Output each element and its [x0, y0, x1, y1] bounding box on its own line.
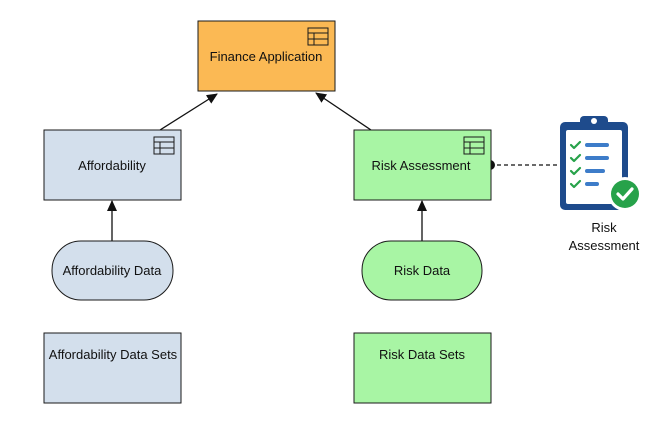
node-affordability-data-sets[interactable]: Affordability Data Sets — [43, 332, 182, 404]
clipboard-checklist-icon[interactable] — [560, 116, 642, 211]
node-finance-application[interactable]: Finance Application — [197, 20, 336, 92]
node-finance-application-label: Finance Application — [210, 49, 323, 64]
table-icon — [463, 136, 485, 155]
node-risk-data-shape — [361, 240, 483, 301]
icon-caption-line1: Risk — [591, 220, 617, 235]
node-affordability-data-sets-label: Affordability Data Sets — [49, 347, 178, 362]
node-affordability-data[interactable]: Affordability Data — [51, 240, 174, 301]
node-risk-assessment[interactable]: Risk Assessment — [353, 129, 492, 201]
node-risk-data-sets-label: Risk Data Sets — [379, 347, 465, 362]
connector-affordability-to-finance — [159, 93, 218, 131]
node-affordability-data-label: Affordability Data — [63, 263, 163, 278]
node-affordability-data-sets-box — [43, 332, 182, 404]
node-affordability[interactable]: Affordability — [43, 129, 182, 201]
node-risk-data[interactable]: Risk Data — [361, 240, 483, 301]
icon-caption-line2: Assessment — [569, 238, 640, 253]
node-risk-data-sets[interactable]: Risk Data Sets — [353, 332, 492, 404]
node-affordability-data-shape — [51, 240, 174, 301]
node-risk-assessment-label: Risk Assessment — [372, 158, 471, 173]
table-icon — [153, 136, 175, 155]
node-risk-data-label: Risk Data — [394, 263, 451, 278]
node-risk-data-sets-box — [353, 332, 492, 404]
table-icon — [307, 27, 329, 46]
node-affordability-label: Affordability — [78, 158, 146, 173]
connector-risk-to-finance — [315, 92, 372, 131]
